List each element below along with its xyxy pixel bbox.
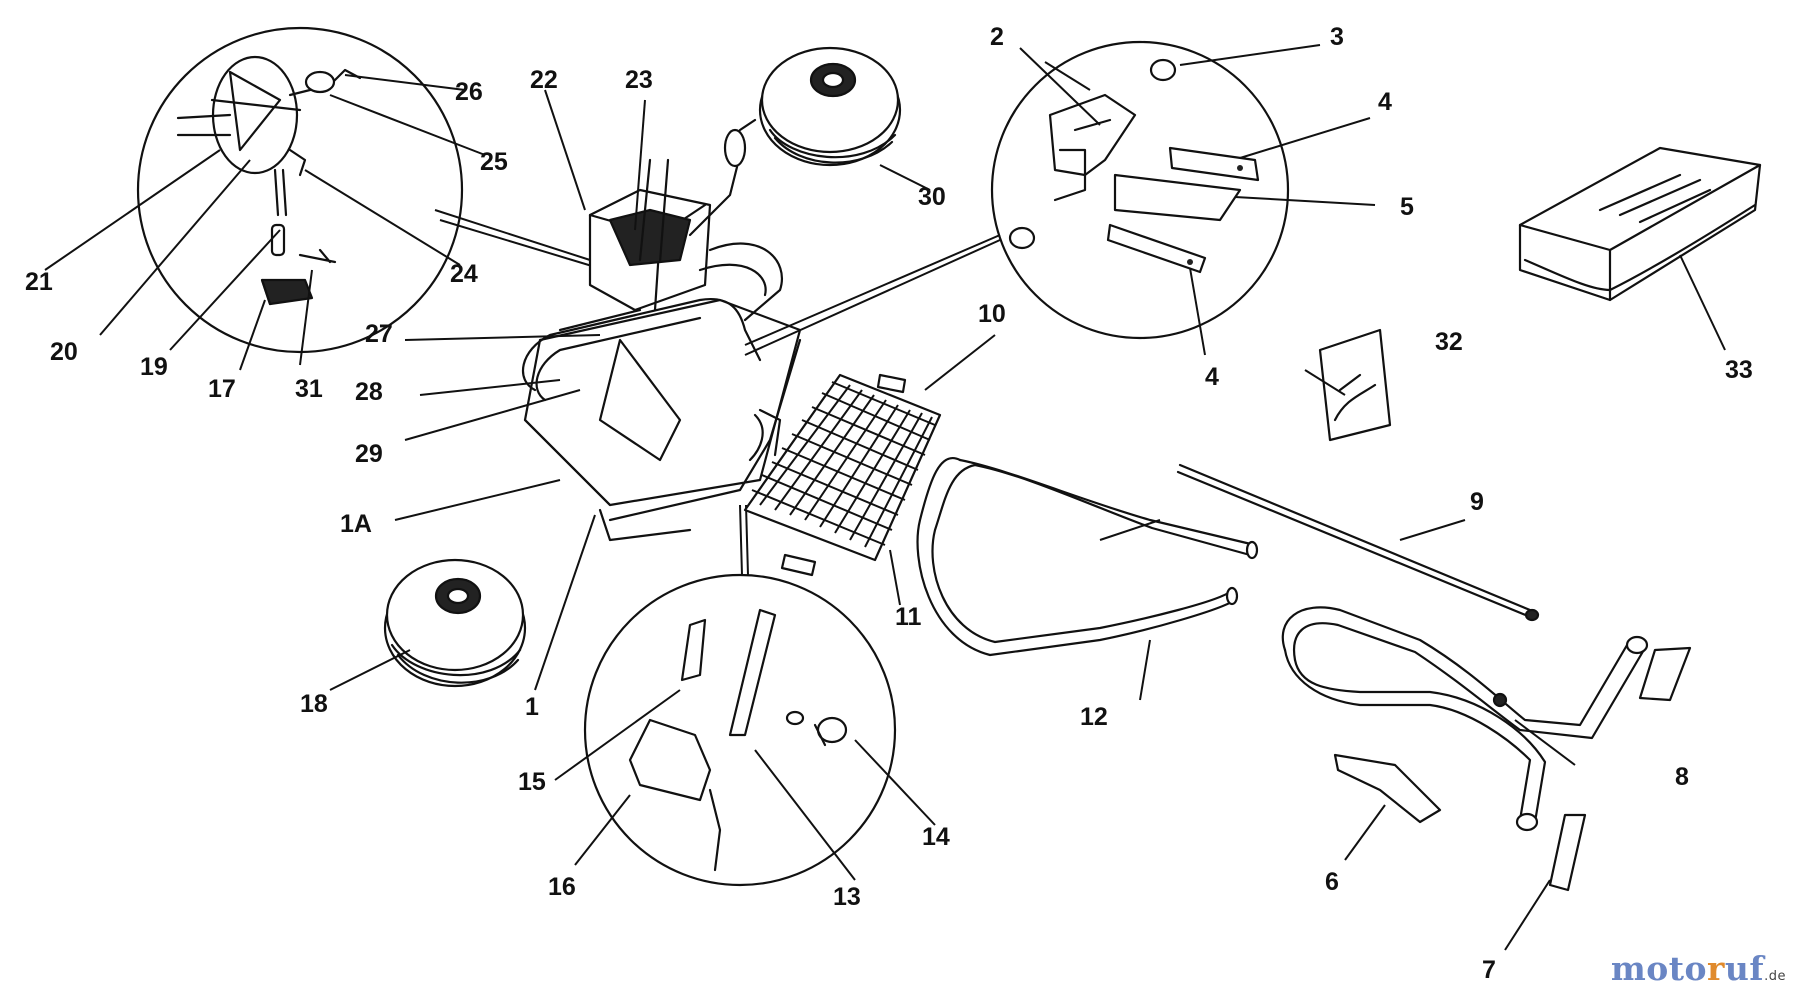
label-part-23: 23 <box>625 66 653 94</box>
label-part-31: 31 <box>295 375 323 403</box>
label-part-12: 12 <box>1080 703 1108 731</box>
label-part-11: 11 <box>895 603 922 631</box>
part-labels: 1 1A 2 3 4 4 5 6 7 8 9 10 11 12 13 14 15… <box>25 23 1753 984</box>
label-part-3: 3 <box>1330 23 1344 51</box>
label-part-32: 32 <box>1435 328 1463 356</box>
label-part-7: 7 <box>1482 956 1496 984</box>
label-part-5: 5 <box>1400 193 1414 221</box>
label-part-30: 30 <box>918 183 946 211</box>
watermark-part3: uf <box>1724 949 1765 988</box>
manual-booklet <box>1518 146 1762 302</box>
label-part-1a: 1A <box>340 510 372 538</box>
watermark-part2: r <box>1707 949 1725 988</box>
control-rod <box>1176 463 1540 622</box>
label-part-9: 9 <box>1470 488 1484 516</box>
label-part-8: 8 <box>1675 763 1689 791</box>
label-part-10: 10 <box>978 300 1006 328</box>
hopper-assembly <box>521 118 1001 576</box>
watermark-logo: motoruf.de <box>1611 949 1786 988</box>
label-part-4-top: 4 <box>1378 88 1392 116</box>
label-part-28: 28 <box>355 378 383 406</box>
label-part-16: 16 <box>548 873 576 901</box>
detail-circle-hardware <box>990 40 1290 340</box>
screen-grid <box>743 373 942 577</box>
label-part-15: 15 <box>518 768 546 796</box>
label-part-21: 21 <box>25 268 53 296</box>
label-part-1: 1 <box>525 693 539 721</box>
detail-circle-spinner <box>136 26 593 354</box>
label-part-22: 22 <box>530 66 558 94</box>
leader-lines <box>44 44 1726 951</box>
label-part-33: 33 <box>1725 356 1753 384</box>
label-part-20: 20 <box>50 338 78 366</box>
label-part-25: 25 <box>480 148 508 176</box>
handle-upper <box>916 457 1259 657</box>
label-part-2: 2 <box>990 23 1004 51</box>
hardware-bag <box>1318 328 1392 442</box>
label-part-17: 17 <box>208 375 236 403</box>
label-part-19: 19 <box>140 353 168 381</box>
label-part-27: 27 <box>365 320 393 348</box>
label-part-29: 29 <box>355 440 383 468</box>
label-part-14: 14 <box>922 823 950 851</box>
label-part-26: 26 <box>455 78 483 106</box>
wheel-bottom <box>383 558 527 688</box>
wheel-top <box>758 46 902 167</box>
detail-circle-brackets <box>583 573 897 887</box>
label-part-18: 18 <box>300 690 328 718</box>
label-part-24: 24 <box>450 260 478 288</box>
handle-lower <box>1281 606 1692 892</box>
label-part-13: 13 <box>833 883 861 911</box>
watermark-suffix: .de <box>1764 969 1786 984</box>
label-part-6: 6 <box>1325 868 1339 896</box>
watermark-part1: moto <box>1610 949 1708 988</box>
label-part-4-bottom: 4 <box>1205 363 1219 391</box>
